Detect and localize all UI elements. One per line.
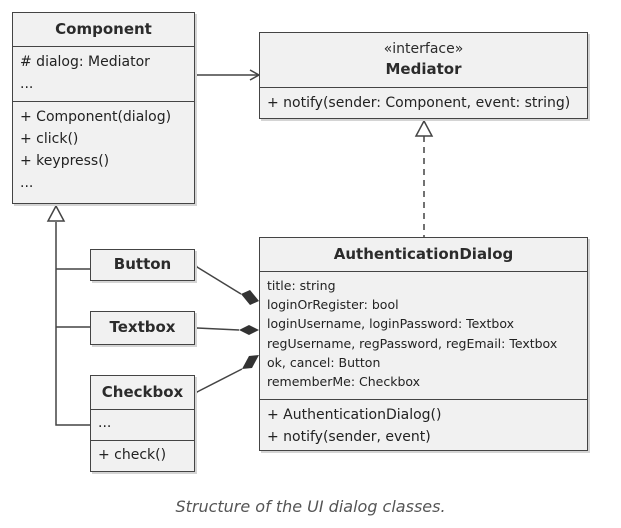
method: + click() [20,131,79,147]
methods-section: + Component(dialog) + click() + keypress… [13,101,194,198]
realization-arrow [414,119,434,237]
method: + check() [98,447,167,463]
class-name: Button [113,255,172,273]
button-class: Button [90,249,195,281]
generalization-tree [46,204,90,426]
methods-section: + notify(sender: Component, event: strin… [260,87,587,118]
class-name: Checkbox [101,383,184,401]
class-name: Mediator [385,60,462,78]
figure-caption: Structure of the UI dialog classes. [175,497,446,516]
composition-checkbox [186,355,259,401]
field: loginOrRegister: bool [267,297,399,313]
field: rememberMe: Checkbox [267,374,421,390]
class-header: «interface» Mediator [260,33,587,87]
checkbox-class: Checkbox ... + check() [90,375,195,472]
stereotype: «interface» [383,41,464,57]
composition-button [186,257,259,305]
fields-section: title: string loginOrRegister: bool logi… [260,271,587,399]
class-name: Textbox [109,318,176,336]
method: + AuthenticationDialog() [267,407,442,423]
class-name: AuthenticationDialog [333,245,514,263]
authentication-dialog-class: AuthenticationDialog title: string login… [259,237,588,451]
field: title: string [267,278,336,293]
method: + notify(sender, event) [267,429,431,445]
method: + keypress() [20,153,110,169]
mediator-interface: «interface» Mediator + notify(sender: Co… [259,32,588,119]
component-class: Component # dialog: Mediator ... + Compo… [12,12,195,204]
method: ... [20,175,34,191]
composition-textbox [187,321,259,335]
field: # dialog: Mediator [20,54,150,70]
methods-section: + check() [91,440,194,470]
class-name: Component [55,20,152,38]
field: loginUsername, loginPassword: Textbox [267,316,515,332]
method: + Component(dialog) [20,109,172,125]
textbox-class: Textbox [90,311,195,345]
fields-section: ... [91,409,194,440]
fields-section: # dialog: Mediator ... [13,46,194,101]
field: ... [98,415,112,431]
field: ... [20,76,34,92]
method: + notify(sender: Component, event: strin… [267,95,571,111]
methods-section: + AuthenticationDialog() + notify(sender… [260,399,587,452]
field: regUsername, regPassword, regEmail: Text… [267,335,558,351]
field: ok, cancel: Button [267,354,381,370]
